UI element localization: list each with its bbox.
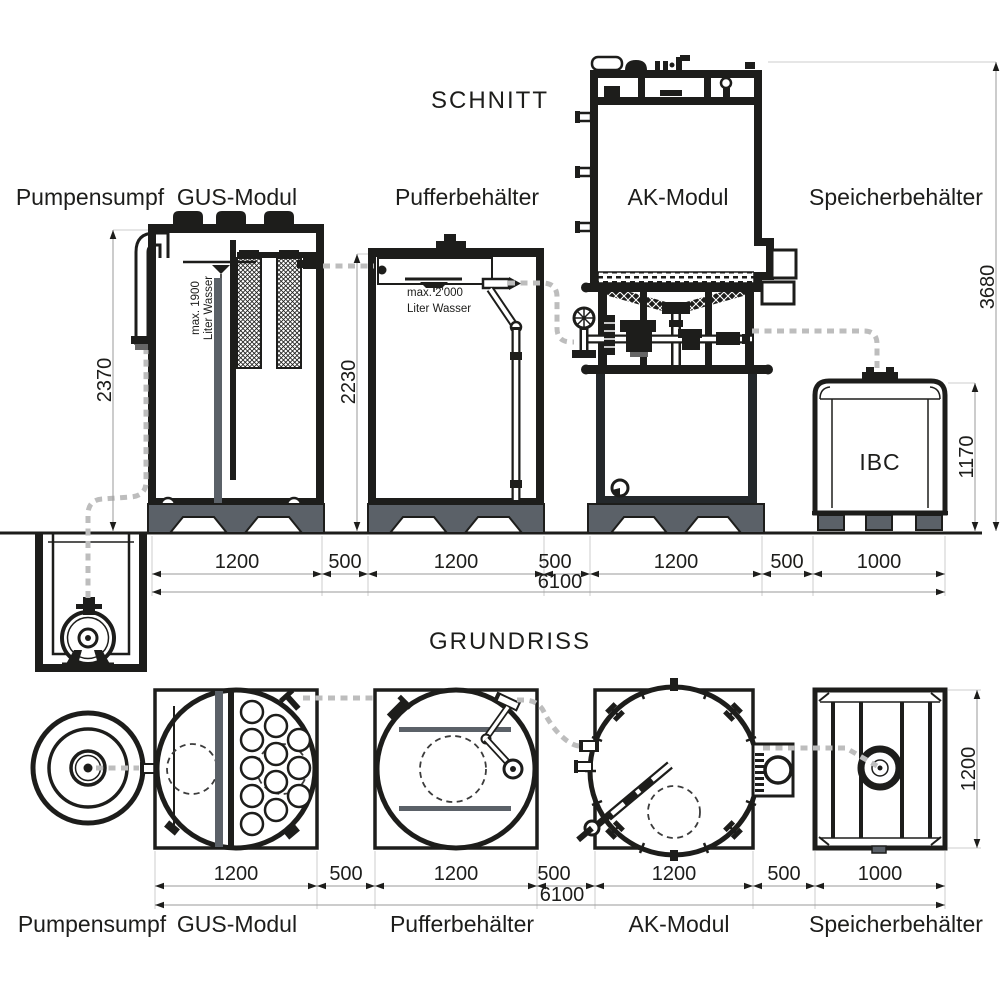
gus-plan-outlet-fitting xyxy=(279,688,301,711)
plan-dim-depth: 1200 xyxy=(958,747,980,792)
pumpensumpf-section xyxy=(35,534,147,672)
flow-path-dashes-plan xyxy=(96,695,879,771)
grundriss-dimensions: 1200 500 1200 500 1200 500 1000 6100 120… xyxy=(154,689,981,909)
dim-ibc-width: 1000 xyxy=(857,551,902,573)
label-pumpensumpf-bottom: Pumpensumpf xyxy=(18,911,167,937)
puffer-plan-inlet xyxy=(386,694,413,721)
label-speicher-bottom: Speicherbehälter xyxy=(809,911,983,937)
dim-ak-height: 3680 xyxy=(977,265,999,310)
dim-gus-height: 2370 xyxy=(94,358,116,403)
ak-side-nozzles xyxy=(575,111,593,233)
pump-section xyxy=(60,597,116,666)
label-gus-top: GUS-Modul xyxy=(177,184,297,210)
plan-dim-gap3: 500 xyxy=(767,863,800,885)
dim-gus-width: 1200 xyxy=(215,551,260,573)
ak-side-box xyxy=(754,238,798,306)
puffer-plan-skimmer xyxy=(480,691,524,780)
label-puffer-top: Pufferbehälter xyxy=(395,184,539,210)
plan-dim-total-length: 6100 xyxy=(540,884,585,906)
labels: SCHNITT Pumpensumpf GUS-Modul Pufferbehä… xyxy=(16,87,983,937)
plan-dim-gap2: 500 xyxy=(537,863,570,885)
grundriss-view xyxy=(30,678,948,861)
label-ak-top: AK-Modul xyxy=(628,184,729,210)
label-gus-bottom: GUS-Modul xyxy=(177,911,297,937)
ibc-section: IBC xyxy=(812,367,948,531)
plan-dim-ibc-width: 1000 xyxy=(858,863,903,885)
gus-capacity-line2: Liter Wasser xyxy=(203,276,215,340)
ak-pallet xyxy=(587,503,765,534)
ak-plan-transfer-box xyxy=(751,742,795,798)
plan-dim-ak-width: 1200 xyxy=(652,863,697,885)
ibc-plan xyxy=(812,687,948,854)
ak-module-section xyxy=(572,55,798,534)
gus-pallet xyxy=(147,503,325,534)
label-ak-bottom: AK-Modul xyxy=(629,911,730,937)
plan-dim-gap1: 500 xyxy=(329,863,362,885)
puffer-pallet xyxy=(367,503,545,534)
dim-ak-width: 1200 xyxy=(654,551,699,573)
ak-module-plan xyxy=(574,678,795,861)
skimmer-arm xyxy=(481,277,525,506)
dim-gap3: 500 xyxy=(770,551,803,573)
gus-lids xyxy=(173,211,294,225)
dim-ibc-height: 1170 xyxy=(956,435,978,478)
plan-dim-puffer-width: 1200 xyxy=(434,863,479,885)
flow-path-dashes-section xyxy=(85,263,880,598)
gus-plan-filter-candles xyxy=(239,699,312,837)
gus-module-plan xyxy=(153,687,319,851)
puffer-capacity-line2: Liter Wasser xyxy=(407,303,471,315)
gus-module-section: max. 1900 Liter Wasser xyxy=(131,211,325,534)
plan-dim-gus-width: 1200 xyxy=(214,863,259,885)
dim-total-length: 6100 xyxy=(538,571,583,593)
ibc-label: IBC xyxy=(859,449,900,475)
ak-plan-left-nozzle xyxy=(574,760,593,773)
label-pumpensumpf-top: Pumpensumpf xyxy=(16,184,165,210)
dim-puffer-width: 1200 xyxy=(434,551,479,573)
ak-plan-diagonal-pipe xyxy=(576,761,673,843)
puffer-tank-plan xyxy=(373,687,539,851)
gus-filter-cartridges xyxy=(236,250,317,369)
puffer-tank-section: max. 2'000 Liter Wasser xyxy=(367,234,545,534)
dim-puffer-height: 2230 xyxy=(338,360,360,405)
pumpensumpf-plan xyxy=(30,710,146,826)
gus-capacity-line1: max. 1900 xyxy=(190,281,202,335)
grundriss-title: GRUNDRISS xyxy=(429,628,591,655)
label-puffer-bottom: Pufferbehälter xyxy=(390,911,534,937)
dim-gap1: 500 xyxy=(328,551,361,573)
schnitt-dimensions: 1200 500 1200 500 1200 500 1000 6100 237… xyxy=(94,61,1000,596)
puffer-capacity-line1: max. 2'000 xyxy=(407,287,463,299)
ak-plan-inlet-valve xyxy=(579,740,599,752)
schnitt-view: max. 1900 Liter Wasser xyxy=(0,55,982,672)
dim-gap2: 500 xyxy=(538,551,571,573)
label-speicher-top: Speicherbehälter xyxy=(809,184,983,210)
schnitt-title: SCHNITT xyxy=(431,87,549,114)
